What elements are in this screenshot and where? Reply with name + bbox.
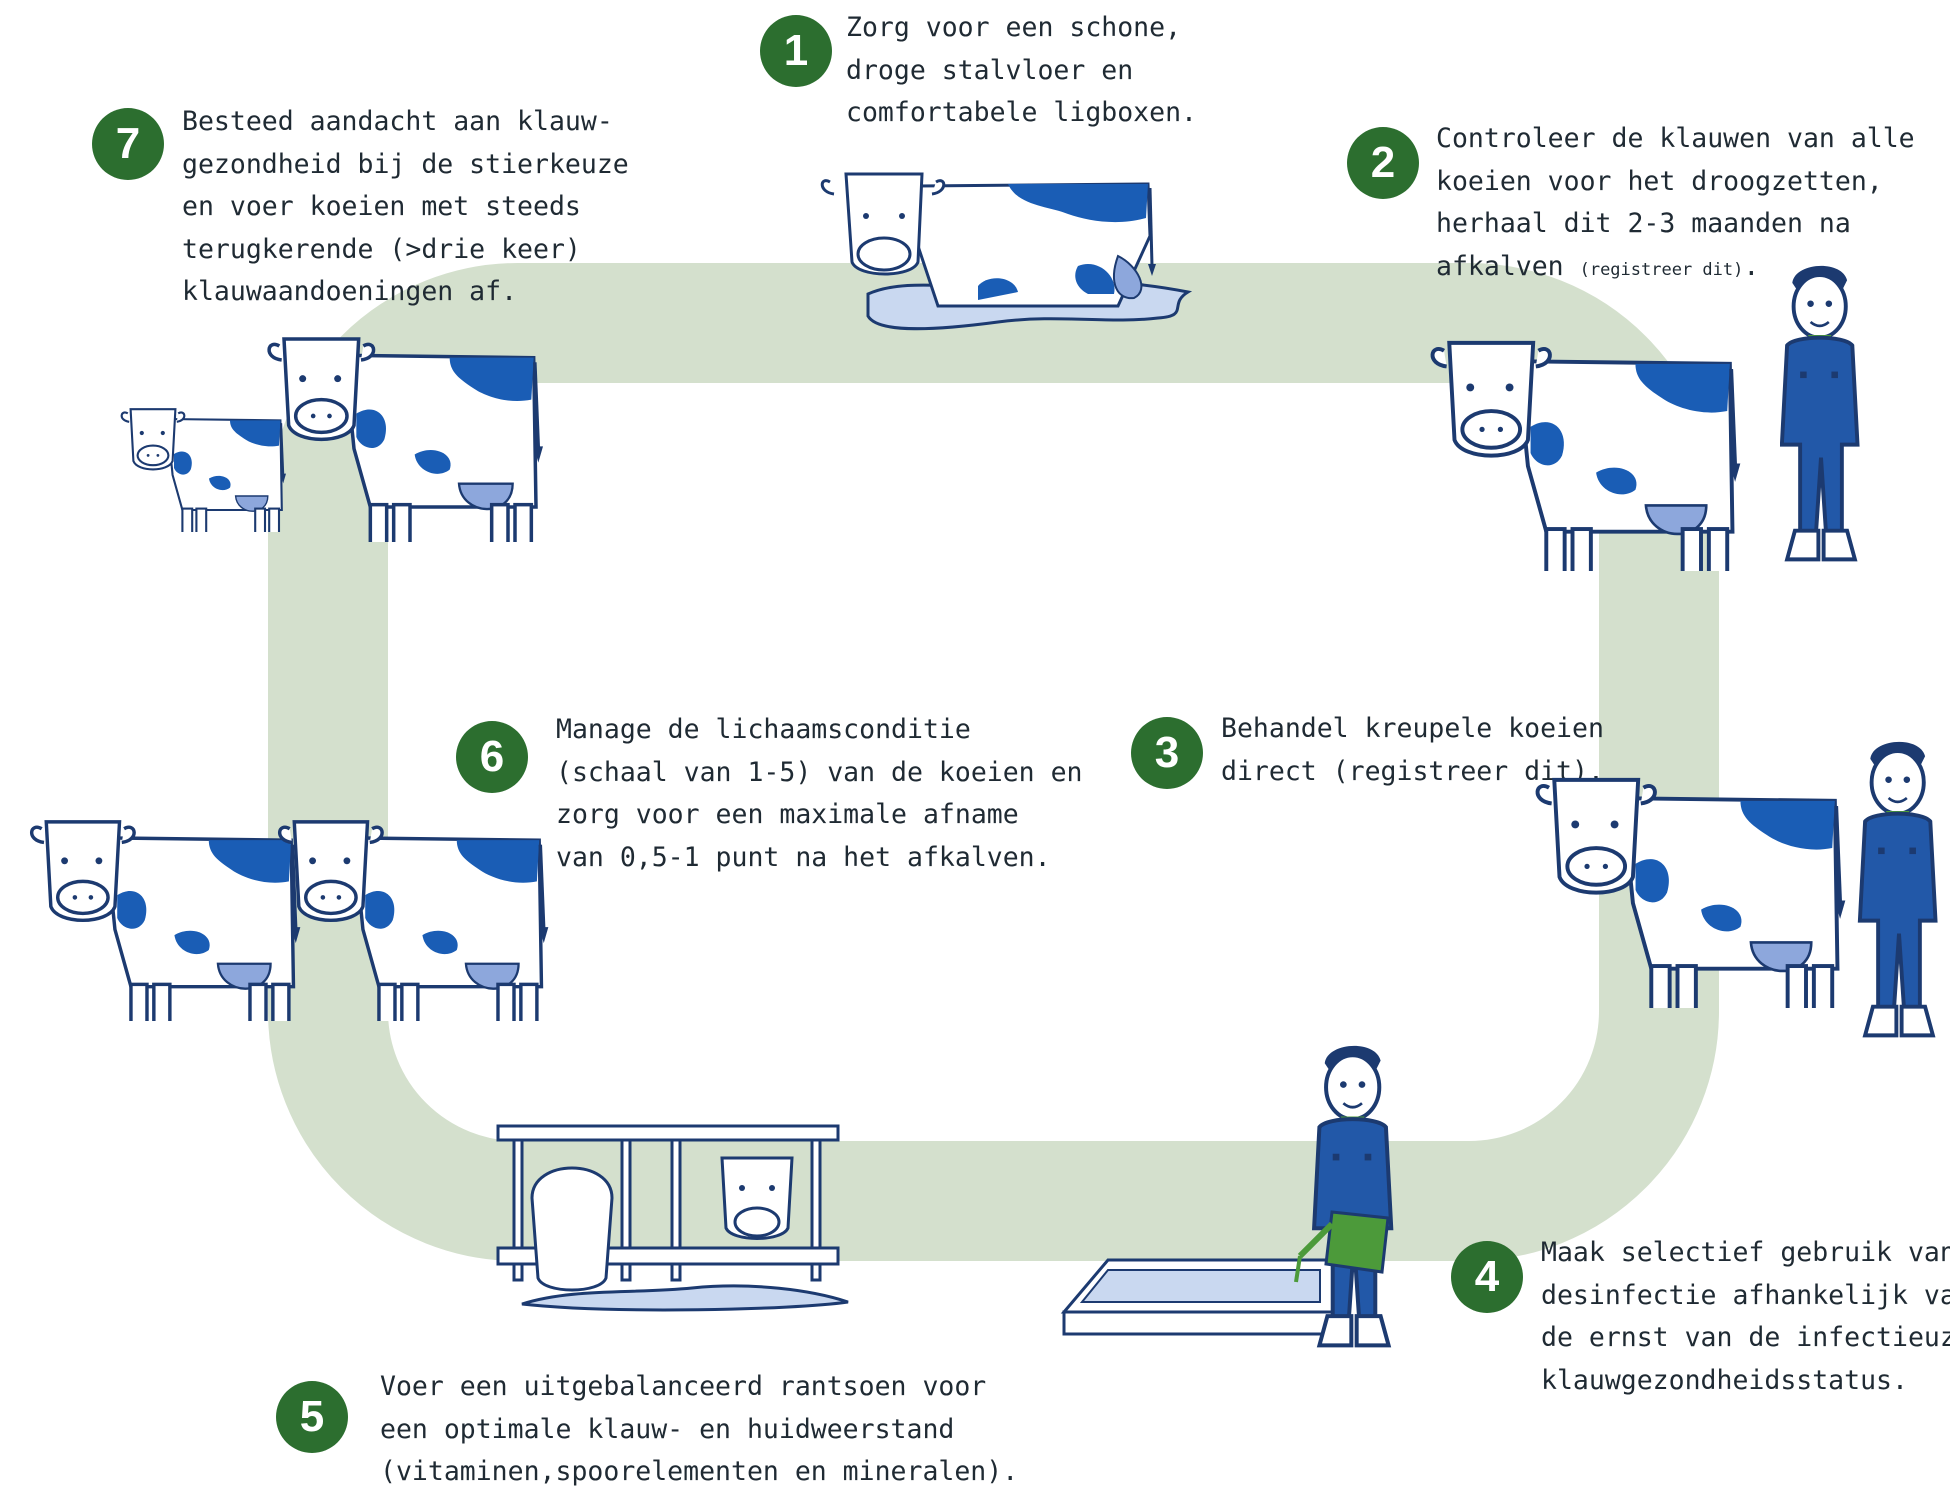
step-7-text: Besteed aandacht aan klauw- gezondheid b…: [182, 101, 629, 314]
step-4-line: klauwgezondheidsstatus.: [1541, 1364, 1908, 1396]
step-6-text: Manage de lichaamsconditie (schaal van 1…: [556, 709, 1083, 879]
step-1-line: Zorg voor een schone,: [846, 12, 1182, 43]
cow-illustration: [277, 820, 551, 1021]
step-2-line-end: .: [1743, 250, 1760, 282]
step-6-line: van 0,5-1 punt na het afkalven.: [556, 841, 1051, 873]
step-2-badge: 2: [1347, 127, 1419, 199]
cow-illustration: [267, 337, 544, 542]
step-6-line: zorg voor een maximale afname: [556, 799, 1019, 830]
footbath-illustration: [1060, 1258, 1336, 1336]
step-7-line: gezondheid bij de stierkeuze: [182, 148, 629, 180]
farmer-illustration: [1312, 1043, 1394, 1348]
step-5-text: Voer een uitgebalanceerd rantsoen voor e…: [380, 1366, 1018, 1494]
cow-illustration: [29, 820, 303, 1021]
step-2-line: koeien voor het droogzetten,: [1436, 165, 1883, 197]
step-6-line: Manage de lichaamsconditie: [556, 714, 971, 745]
step-2-line: Controleer de klauwen van alle: [1436, 123, 1915, 154]
step-4-line: Maak selectief gebruik van: [1541, 1237, 1950, 1268]
step-1-line: comfortabele ligboxen.: [846, 97, 1197, 128]
step-4-line: desinfectie afhankelijk van: [1541, 1279, 1950, 1311]
cow-illustration: [1430, 340, 1743, 571]
step-7-line: Besteed aandacht aan klauw-: [182, 106, 613, 137]
watering-can-icon: [1294, 1210, 1390, 1283]
step-4-line: de ernst van de infectieuze: [1541, 1322, 1950, 1353]
step-5-line: (vitaminen,spoorelementen en mineralen).: [380, 1456, 1019, 1487]
step-1-text: Zorg voor een schone, droge stalvloer en…: [846, 7, 1197, 135]
step-6-line: (schaal van 1-5) van de koeien en: [556, 756, 1083, 788]
calf-illustration: [120, 408, 286, 532]
step-5-line: Voer een uitgebalanceerd rantsoen voor: [380, 1371, 987, 1402]
step-3-text: Behandel kreupele koeien direct (registr…: [1221, 708, 1604, 793]
step-7-line: en voer koeien met steeds: [182, 191, 581, 222]
step-3-line: direct (registreer dit).: [1221, 755, 1604, 787]
step-2-register-note: (registreer dit): [1579, 259, 1744, 280]
step-6-badge: 6: [456, 721, 528, 793]
step-7-line: klauwaandoeningen af.: [182, 276, 518, 307]
step-1-badge: 1: [760, 15, 832, 87]
step-2-line: herhaal dit 2-3 maanden na: [1436, 208, 1851, 239]
step-2-line-main: afkalven: [1436, 250, 1580, 282]
step-3-line: Behandel kreupele koeien: [1221, 713, 1604, 744]
step-4-text: Maak selectief gebruik van desinfectie a…: [1541, 1232, 1950, 1402]
farmer-illustration: [1857, 739, 1938, 1038]
lying-cow-illustration: [820, 172, 1193, 331]
feeding-fence-illustration: [496, 1124, 849, 1312]
step-5-line: een optimale klauw- en huidweerstand: [380, 1413, 955, 1445]
step-2-text: Controleer de klauwen van alle koeien vo…: [1436, 118, 1915, 291]
lame-cow-illustration: [1535, 777, 1848, 1008]
step-7-line: terugkerende (>drie keer): [182, 233, 581, 265]
step-5-badge: 5: [276, 1381, 348, 1453]
step-3-badge: 3: [1131, 717, 1203, 789]
farmer-illustration: [1780, 263, 1860, 562]
step-1-line: droge stalvloer en: [846, 54, 1134, 86]
step-2-line: afkalven (registreer dit).: [1436, 246, 1915, 292]
step-4-badge: 4: [1451, 1241, 1523, 1313]
step-7-badge: 7: [92, 108, 164, 180]
